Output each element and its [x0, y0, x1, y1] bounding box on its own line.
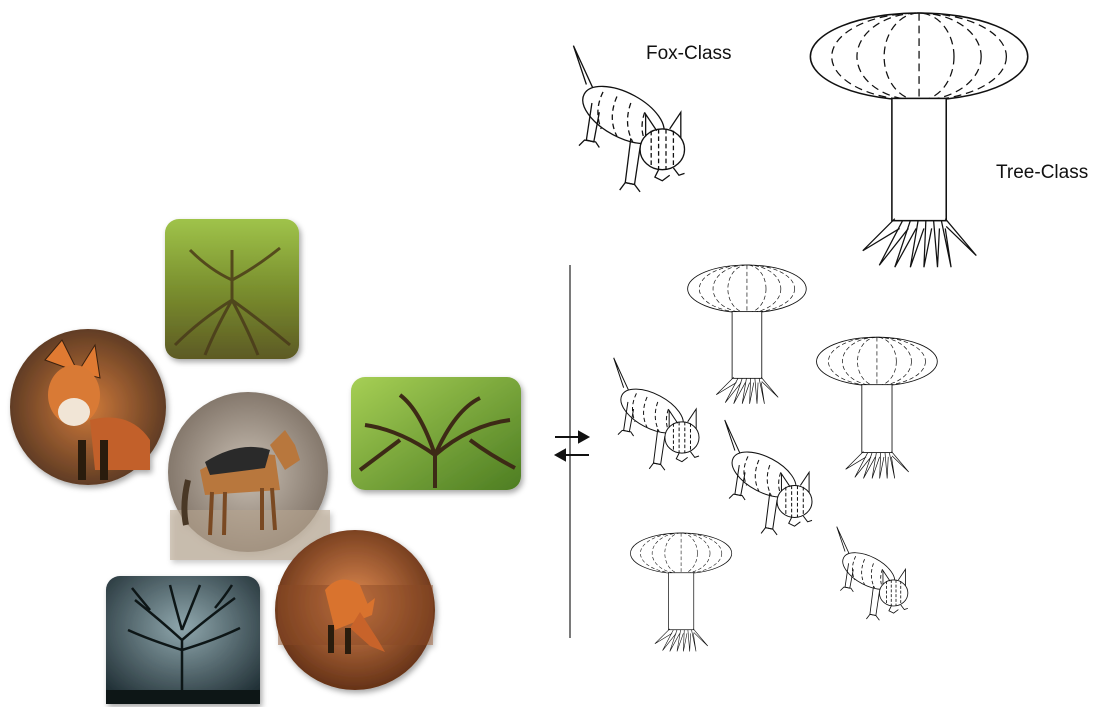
tree-sketch: [688, 265, 807, 404]
tree-class-label: Tree-Class: [996, 162, 1088, 183]
sniffing-fox-photo: [275, 530, 435, 690]
banyan-tree-photo: [165, 219, 299, 359]
jackal-photo: [168, 392, 330, 560]
oak-tree-photo: [351, 377, 521, 490]
fox-sketch: [614, 358, 699, 470]
fox-class-prototype: Fox-Class: [573, 43, 731, 192]
fox-sketch: [725, 420, 812, 535]
red-fox-photo: [10, 329, 166, 485]
fox-class-label: Fox-Class: [646, 43, 732, 64]
bidirectional-arrows-icon: [555, 432, 589, 460]
tree-class-prototype: Tree-Class: [810, 13, 1088, 267]
photo-collage: [10, 219, 521, 704]
fox-sketch: [837, 527, 908, 621]
bare-tree-silhouette-photo: [106, 576, 260, 704]
instance-sketches: [614, 265, 938, 651]
tree-sketch: [630, 533, 731, 651]
tree-sketch: [817, 337, 938, 478]
